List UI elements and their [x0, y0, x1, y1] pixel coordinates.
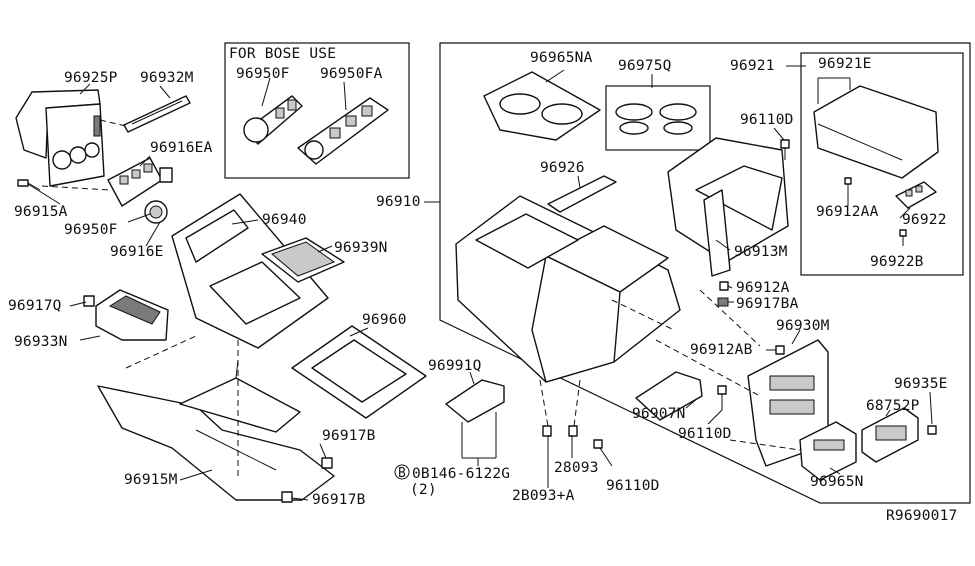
label-96110D-mid: 96110D	[678, 426, 732, 442]
cup-insert-box	[605, 85, 711, 151]
knob-96950F	[144, 200, 168, 224]
bezel-box-96925P	[15, 89, 105, 187]
label-96921E: 96921E	[818, 56, 872, 72]
bose-box-title: FOR BOSE USE	[229, 46, 336, 62]
switch-96965N	[799, 421, 857, 481]
label-96921: 96921	[730, 58, 775, 74]
label-96110D-top: 96110D	[740, 112, 794, 128]
label-96912A: 96912A	[736, 280, 790, 296]
label-96975Q: 96975Q	[618, 58, 672, 74]
label-96933N: 96933N	[14, 334, 68, 350]
label-96950F-main: 96950F	[64, 222, 118, 238]
screw-96110D-mid	[717, 385, 727, 395]
bracket-96907N	[635, 371, 703, 421]
clip-28093	[568, 425, 578, 437]
label-96912AA: 96912AA	[816, 204, 879, 220]
label-68752P: 68752P	[866, 398, 920, 414]
label-96940: 96940	[262, 212, 307, 228]
cupholder-96965NA	[483, 71, 601, 141]
label-96912AB: 96912AB	[690, 342, 753, 358]
screw-96912A	[719, 281, 729, 291]
cap-96935E	[927, 425, 937, 435]
label-96930M: 96930M	[776, 318, 830, 334]
pocket-96933N	[95, 289, 169, 341]
cup-inserts-96975Q	[615, 103, 697, 135]
bracket-96926	[547, 175, 617, 213]
clip-2B093A	[542, 425, 552, 437]
screw-96912AB	[775, 345, 785, 355]
label-2B093A: 2B093+A	[512, 488, 575, 504]
bose-panel-96950FA	[297, 97, 389, 165]
label-96907N: 96907N	[632, 406, 686, 422]
label-96917Q: 96917Q	[8, 298, 62, 314]
label-96917B-upper: 96917B	[322, 428, 376, 444]
label-96922B: 96922B	[870, 254, 924, 270]
switch-panel-96916EA	[107, 157, 173, 207]
label-96932M: 96932M	[140, 70, 194, 86]
screw-96912AA	[844, 177, 852, 185]
clip-96917Q	[83, 295, 95, 307]
label-28093: 28093	[554, 460, 599, 476]
screw-96915A	[17, 179, 41, 191]
label-96925P: 96925P	[64, 70, 118, 86]
label-96110D-bottom: 96110D	[606, 478, 660, 494]
label-96913M: 96913M	[734, 244, 788, 260]
console-body-96910	[455, 195, 681, 383]
bezel-96930M	[747, 339, 829, 467]
screw-96110D-bottom	[593, 439, 603, 449]
diagram-reference-code: R9690017	[886, 508, 957, 524]
bose-use-box	[224, 42, 410, 179]
label-96950FA: 96950FA	[320, 66, 383, 82]
outlet-68752P	[861, 407, 919, 463]
lower-bracket-96915M	[97, 359, 335, 501]
bin-96913M	[667, 137, 789, 277]
screw-96922B	[899, 229, 907, 237]
switch-96922	[895, 181, 937, 209]
armrest-96921	[813, 85, 939, 179]
label-96922: 96922	[902, 212, 947, 228]
trim-strip-96932M	[123, 95, 191, 133]
label-96917B-lower: 96917B	[312, 492, 366, 508]
clip-96917B-upper	[321, 457, 333, 469]
console-assembly-box	[439, 42, 971, 504]
label-bolt-qty: (2)	[410, 482, 437, 498]
label-96926: 96926	[540, 160, 585, 176]
label-96960: 96960	[362, 312, 407, 328]
label-96939N: 96939N	[334, 240, 388, 256]
bolt-symbol-letter: B	[398, 466, 406, 481]
label-96965N: 96965N	[810, 474, 864, 490]
armrest-group-box	[800, 52, 964, 276]
label-96916E: 96916E	[110, 244, 164, 260]
label-96915M: 96915M	[124, 472, 178, 488]
mat-96939N	[261, 237, 345, 283]
finisher-96960	[291, 325, 427, 419]
bose-switch-96950F	[243, 95, 303, 145]
screw-96110D-top	[780, 139, 790, 149]
label-96916EA: 96916EA	[150, 140, 213, 156]
bolt-symbol-circle	[394, 464, 410, 480]
label-96965NA: 96965NA	[530, 50, 593, 66]
label-bolt-code: 0B146-6122G	[412, 466, 510, 482]
clip-96917B-lower	[281, 491, 293, 503]
finisher-96940	[171, 193, 329, 349]
label-96935E: 96935E	[894, 376, 948, 392]
label-96950F-bose: 96950F	[236, 66, 290, 82]
label-96910: 96910	[376, 194, 421, 210]
bracket-96991Q	[445, 379, 505, 423]
label-96991Q: 96991Q	[428, 358, 482, 374]
nut-96917BA	[717, 297, 729, 307]
label-96917BA: 96917BA	[736, 296, 799, 312]
label-96915A: 96915A	[14, 204, 68, 220]
